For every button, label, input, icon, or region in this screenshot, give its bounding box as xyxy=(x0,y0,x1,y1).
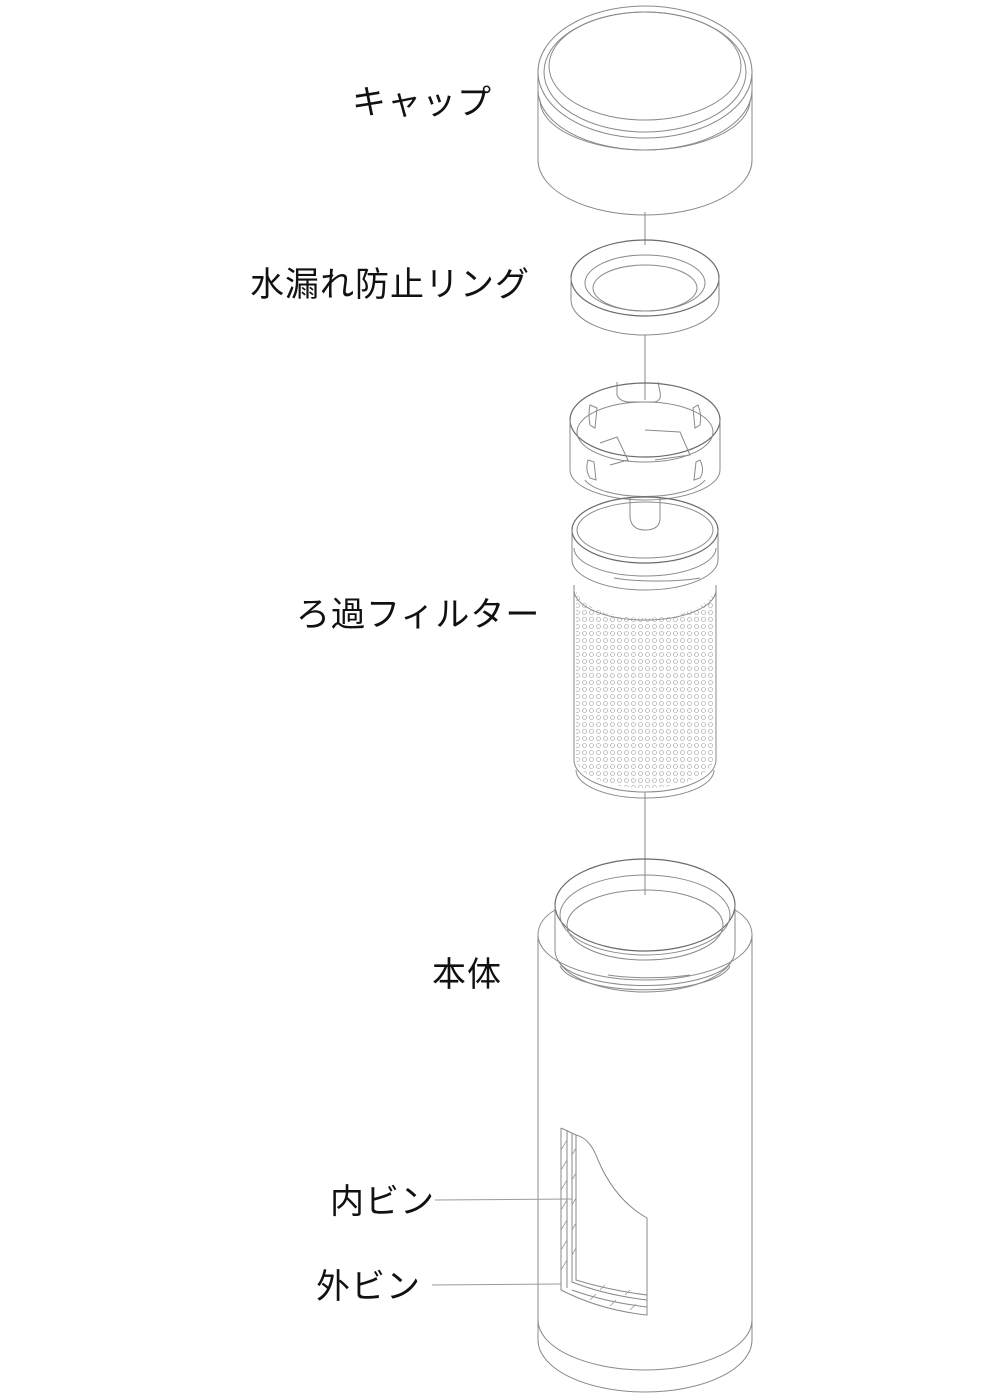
label-body: 本体 xyxy=(432,955,502,995)
cap-part xyxy=(537,5,753,216)
label-cap: キャップ xyxy=(352,83,492,123)
leak-ring-part xyxy=(570,239,720,336)
inner-bottle-leader xyxy=(434,1198,573,1201)
label-leak-ring: 水漏れ防止リング xyxy=(250,265,530,305)
filter-mesh-part xyxy=(571,496,719,799)
label-filter: ろ過フィルター xyxy=(296,595,541,635)
body-part xyxy=(537,858,753,1393)
outer-bottle-leader xyxy=(431,1283,562,1286)
cutaway-section xyxy=(560,1127,648,1316)
label-outer-bottle: 外ビン xyxy=(316,1267,421,1307)
label-inner-bottle: 内ビン xyxy=(330,1182,435,1222)
filter-basket-part xyxy=(569,381,721,531)
